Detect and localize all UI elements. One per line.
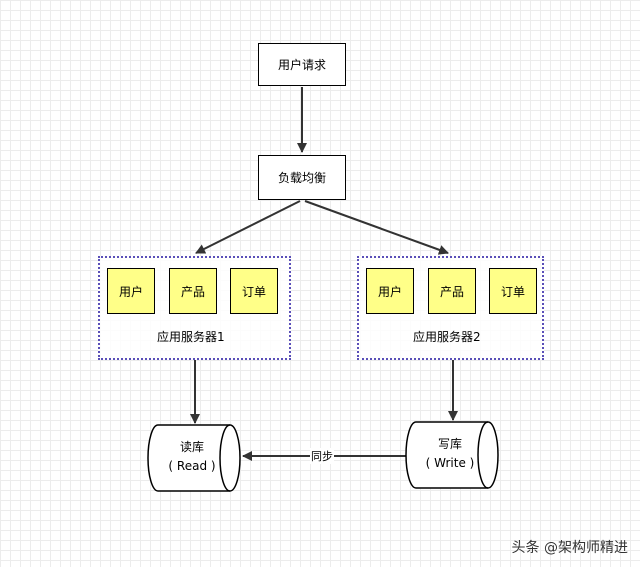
arrow-lb-to-server2: [304, 200, 449, 255]
write-db-cylinder: [405, 421, 499, 489]
server2-module-order: 订单: [489, 268, 537, 314]
module-label: 用户: [377, 284, 402, 299]
read-db-cylinder: [147, 424, 241, 492]
module-label: 产品: [180, 284, 205, 299]
module-label: 产品: [439, 284, 464, 299]
user-request-box: 用户请求: [258, 43, 346, 86]
load-balancer-box: 负载均衡: [258, 155, 346, 200]
server1-module-user: 用户: [107, 268, 155, 314]
arrow-lb-to-server1: [195, 200, 301, 254]
server1-label: 应用服务器1: [157, 330, 225, 344]
server2-module-product: 产品: [428, 268, 476, 314]
read-db-name: 读库: [179, 440, 204, 454]
module-label: 用户: [118, 284, 143, 299]
read-db-label: 读库 ( Read ): [150, 438, 234, 476]
user-request-label: 用户请求: [277, 58, 326, 72]
sync-label: 同步: [310, 448, 334, 464]
module-label: 订单: [500, 284, 525, 299]
write-db-label: 写库 ( Write ): [408, 435, 492, 473]
load-balancer-label: 负载均衡: [277, 171, 326, 185]
write-db-sub: ( Write ): [425, 456, 475, 470]
server2-module-user: 用户: [366, 268, 414, 314]
server1-module-order: 订单: [230, 268, 278, 314]
write-db-name: 写库: [437, 437, 462, 451]
read-db-sub: ( Read ): [168, 459, 216, 473]
server1-module-product: 产品: [169, 268, 217, 314]
watermark-text: 头条 @架构师精进: [511, 540, 628, 556]
server2-label: 应用服务器2: [413, 330, 481, 344]
module-label: 订单: [241, 284, 266, 299]
